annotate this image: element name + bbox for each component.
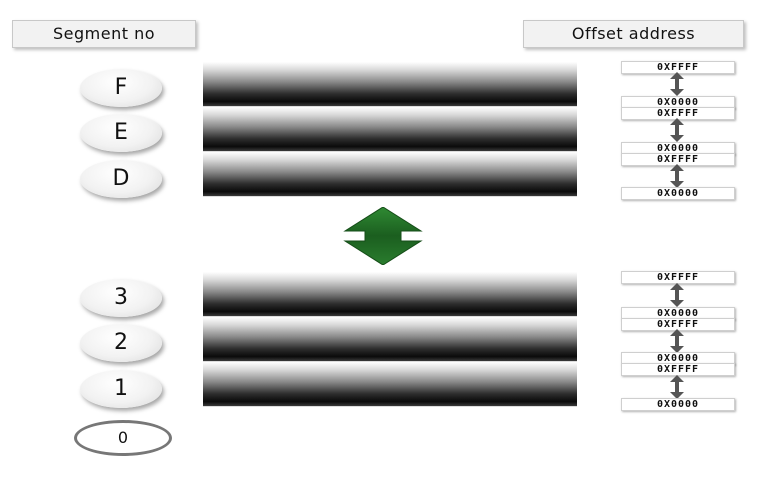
double-headed-arrow-icon [667, 329, 687, 353]
memory-segment-2 [203, 317, 577, 362]
segment-label-e: E [80, 114, 162, 152]
memory-segment-1 [203, 362, 577, 407]
offset-high-3: 0XFFFF [621, 271, 735, 284]
double-headed-arrow-icon [667, 164, 687, 188]
double-headed-arrow-icon [667, 118, 687, 142]
double-headed-arrow-icon [667, 375, 687, 399]
segment-no-header: Segment no [12, 20, 196, 48]
double-headed-arrow-icon [667, 72, 687, 96]
memory-segment-f [203, 62, 577, 107]
double-headed-arrow-icon [667, 283, 687, 307]
offset-low-1: 0X0000 [621, 398, 735, 411]
memory-segment-d [203, 152, 577, 197]
segment-label-2: 2 [80, 324, 162, 362]
offset-high-1: 0XFFFF [621, 363, 735, 376]
segment-label-f: F [80, 69, 162, 107]
memory-segment-e [203, 107, 577, 152]
offset-low-d: 0X0000 [621, 187, 735, 200]
segment-label-1: 1 [80, 370, 162, 408]
segment-label-d: D [80, 160, 162, 198]
vertical-bidirectional-arrow-icon [343, 206, 423, 269]
segment-label-3: 3 [80, 279, 162, 317]
memory-segment-3 [203, 272, 577, 317]
offset-address-header: Offset address [523, 20, 744, 48]
segment-label-0: 0 [74, 420, 172, 456]
